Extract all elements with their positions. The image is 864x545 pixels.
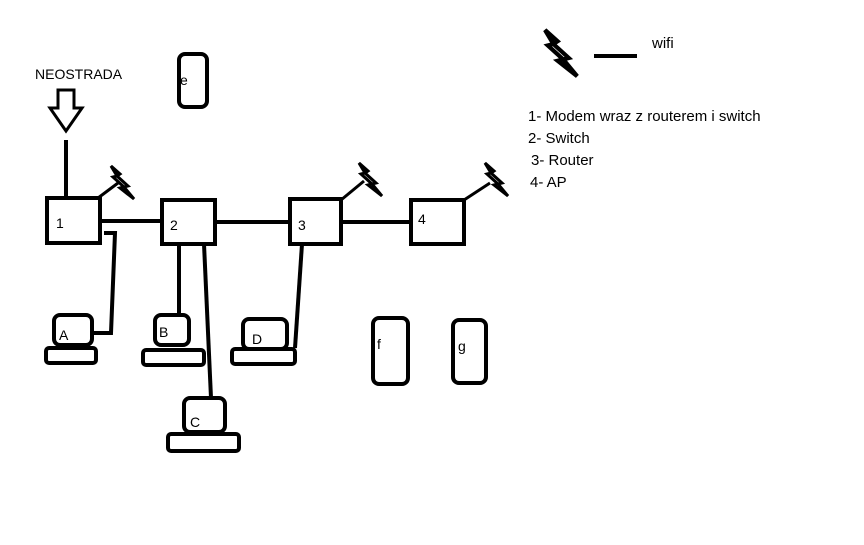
computer-b: B [141,313,206,367]
computer-c-label: C [190,414,200,430]
lightning-bolt-icon [357,161,384,198]
mobile-device-f [371,316,410,386]
mobile-device-g-label: g [458,338,466,354]
cable-3-D [293,243,304,349]
device-4-antenna [463,181,491,202]
lightning-bolt-icon [109,164,136,201]
mobile-device-e [177,52,209,109]
computer-a-label: A [59,327,69,343]
device-2-label: 2 [170,217,178,233]
cable-1-A [94,231,118,335]
device-1-box [45,196,102,245]
device-3-label: 3 [298,217,306,233]
legend-item-4: 4- AP [530,174,567,191]
computer-c: C [166,396,241,453]
device-2-box [160,198,217,246]
legend-item-3: 3- Router [531,152,594,169]
device-3-box [288,197,343,246]
cable-2-C [202,243,213,399]
mobile-device-f-label: f [377,336,381,352]
device-1-label: 1 [56,215,64,231]
wifi-legend-label: wifi [651,35,674,52]
lightning-bolt-icon [545,30,577,76]
computer-d: D [230,317,297,366]
mobile-device-e-label: e [180,72,188,88]
device-3-antenna [340,179,365,202]
legend-item-2: 2- Switch [528,130,590,147]
lightning-bolt-icon [483,161,510,198]
mobile-device-g [451,318,488,385]
computer-a: A [44,313,98,365]
down-arrow-icon [47,88,85,134]
legend-item-1: 1- Modem wraz z routerem i switch [528,108,761,125]
internet-label: NEOSTRADA [35,66,123,82]
device-1-antenna [97,181,119,200]
device-4-label: 4 [418,211,426,227]
computer-b-label: B [159,324,168,340]
device-4-box [409,198,466,246]
computer-d-label: D [252,331,262,347]
